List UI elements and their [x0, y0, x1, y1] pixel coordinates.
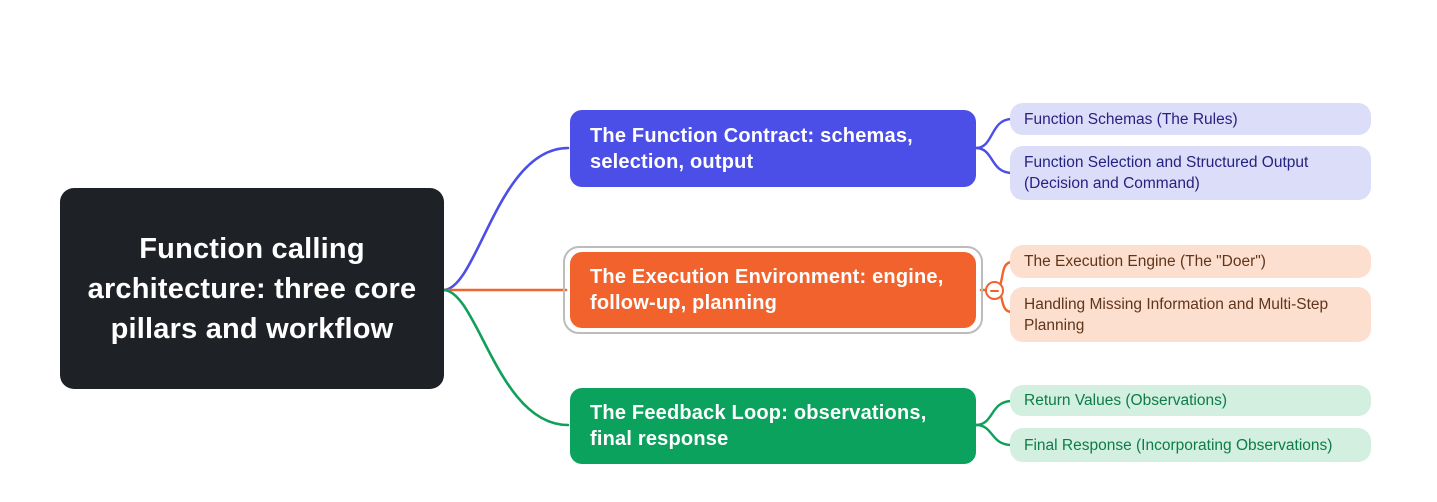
child-node-label: Handling Missing Information and Multi-S…: [1024, 295, 1329, 334]
child-node-execution-engine[interactable]: The Execution Engine (The "Doer"): [1010, 245, 1371, 278]
minus-icon: [990, 289, 999, 292]
selection-outline: [563, 246, 983, 334]
connector-feedback-child1: [974, 399, 1014, 427]
branch-node-contract[interactable]: The Function Contract: schemas, selectio…: [570, 110, 976, 187]
child-node-return-values[interactable]: Return Values (Observations): [1010, 385, 1371, 416]
branch-node-execution[interactable]: The Execution Environment: engine, follo…: [570, 252, 976, 328]
connector-root-contract: [442, 146, 570, 292]
child-node-label: Function Schemas (The Rules): [1024, 110, 1238, 128]
collapse-button[interactable]: [985, 281, 1004, 300]
connector-root-feedback: [442, 288, 570, 427]
branch-node-label: The Execution Environment: engine, follo…: [590, 266, 944, 314]
branch-node-label: The Feedback Loop: observations, final r…: [590, 402, 927, 450]
child-node-missing-information[interactable]: Handling Missing Information and Multi-S…: [1010, 287, 1371, 342]
root-node[interactable]: Function calling architecture: three cor…: [60, 188, 444, 389]
branch-node-feedback[interactable]: The Feedback Loop: observations, final r…: [570, 388, 976, 464]
child-node-function-selection[interactable]: Function Selection and Structured Output…: [1010, 146, 1371, 200]
connector-contract-child2: [974, 146, 1014, 175]
child-node-label: The Execution Engine (The "Doer"): [1024, 253, 1266, 270]
connector-contract-child1: [974, 117, 1014, 150]
child-node-function-schemas[interactable]: Function Schemas (The Rules): [1010, 103, 1371, 135]
child-node-label: Function Selection and Structured Output…: [1024, 154, 1309, 192]
child-node-label: Final Response (Incorporating Observatio…: [1024, 436, 1333, 454]
child-node-label: Return Values (Observations): [1024, 392, 1228, 409]
child-node-final-response[interactable]: Final Response (Incorporating Observatio…: [1010, 428, 1371, 462]
branch-node-label: The Function Contract: schemas, selectio…: [590, 124, 913, 173]
connector-feedback-child2: [974, 423, 1014, 447]
root-node-label: Function calling architecture: three cor…: [87, 232, 417, 345]
